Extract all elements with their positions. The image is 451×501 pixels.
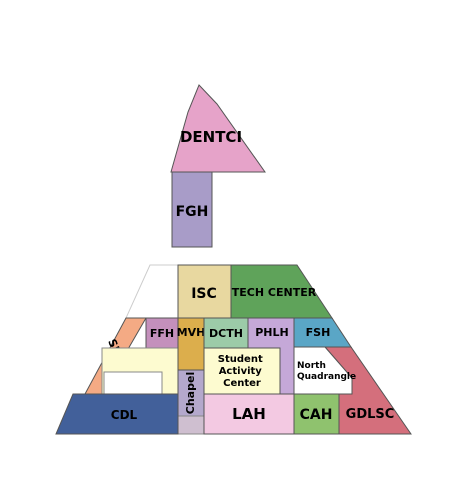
building-gdlsc-label: GDLSC — [346, 407, 395, 422]
building-chapel[interactable] — [177, 369, 205, 417]
lower-left-courtyard — [103, 371, 163, 395]
building-mvh-label: MVH — [177, 326, 206, 339]
building-phlh-label: PHLH — [255, 326, 288, 339]
building-dentci-label: DENTCI — [180, 128, 242, 146]
building-student-activity-center[interactable] — [203, 347, 281, 395]
building-tech-center-label: TECH CENTER — [232, 286, 317, 299]
building-student-activity-center-label: Student Activity Center — [218, 354, 266, 389]
building-lah[interactable] — [203, 393, 295, 435]
building-cdl-label: CDL — [111, 408, 138, 422]
upper-left-open-area — [125, 264, 179, 319]
building-fgh[interactable] — [171, 171, 213, 248]
building-cdl[interactable] — [55, 393, 179, 435]
below-chapel-area — [177, 415, 205, 435]
building-cah[interactable] — [293, 393, 340, 435]
building-fsh-label: FSH — [306, 326, 331, 339]
north-quadrangle[interactable] — [293, 346, 353, 395]
building-dcth-label: DCTH — [209, 327, 243, 340]
north-quadrangle-label: North Quadrangle — [297, 361, 356, 382]
building-fgh-label: FGH — [176, 204, 209, 220]
building-cah-label: CAH — [300, 407, 333, 423]
building-ffh-label: FFH — [150, 327, 174, 340]
building-chapel-label: Chapel — [184, 372, 197, 414]
building-isc-label: ISC — [191, 286, 217, 302]
building-dentci[interactable] — [170, 84, 266, 173]
building-lah-label: LAH — [232, 405, 266, 423]
